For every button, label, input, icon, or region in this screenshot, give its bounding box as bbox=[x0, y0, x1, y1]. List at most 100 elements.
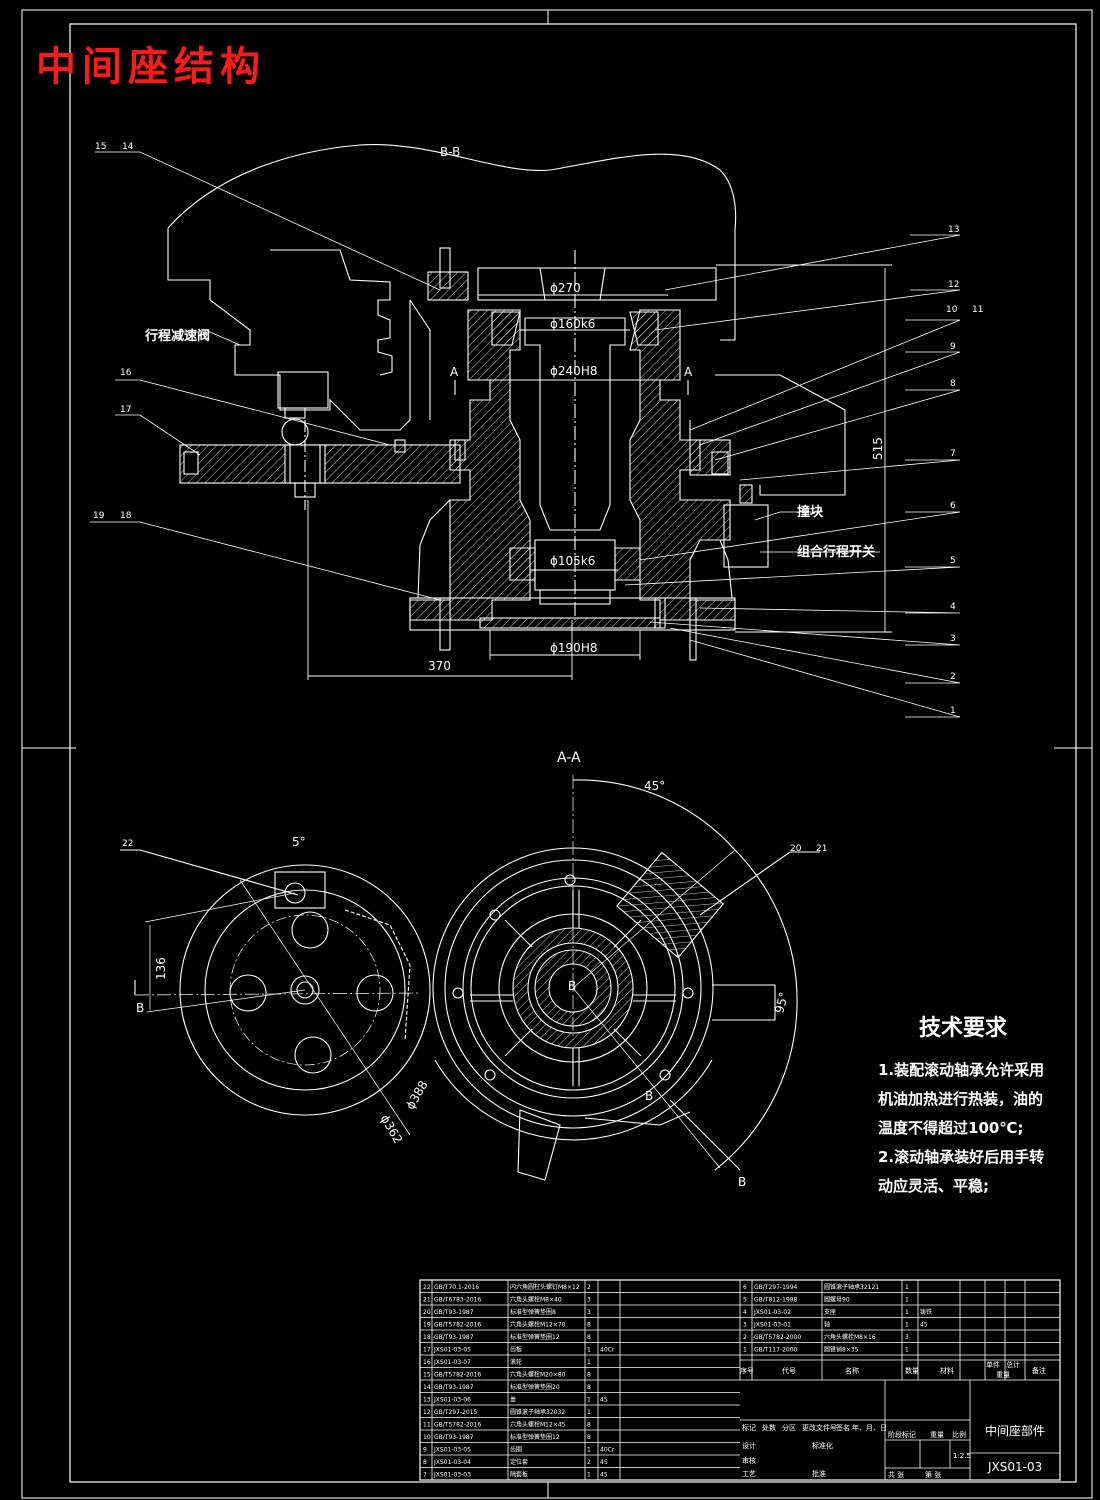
bom-code: GB/T5782-2016 bbox=[434, 1322, 481, 1329]
tech-requirements-title: 技术要求 bbox=[918, 1016, 1007, 1041]
bom-code: GB/T70.1-2016 bbox=[434, 1284, 479, 1291]
bom-no: 10 bbox=[423, 1434, 431, 1441]
bom-no: 15 bbox=[423, 1372, 431, 1379]
bom-code: JXS01-03-07 bbox=[433, 1359, 471, 1366]
dim-d190: ϕ190H8 bbox=[550, 641, 597, 655]
section-aa-view bbox=[120, 775, 820, 1181]
callout-12: 12 bbox=[948, 280, 959, 290]
callout-9: 9 bbox=[950, 342, 956, 352]
bom-qty: 2 bbox=[587, 1459, 591, 1466]
bom-no: 22 bbox=[423, 1284, 431, 1291]
label-b-center: B bbox=[568, 979, 576, 993]
tb-hdr-name: 名称 bbox=[845, 1366, 859, 1375]
leader-lines-top bbox=[90, 151, 961, 718]
bom-material: 45 bbox=[600, 1397, 608, 1404]
tb-hdr-code: 代号 bbox=[782, 1366, 796, 1375]
bom-code: JXS01-03-02 bbox=[753, 1309, 791, 1316]
bom-no: 1 bbox=[743, 1347, 747, 1354]
bom-name: 标准型弹簧垫圈20 bbox=[510, 1383, 560, 1391]
bom-qty: 1 bbox=[587, 1347, 591, 1354]
bom-qty: 3 bbox=[905, 1334, 909, 1341]
label-b-right1: B bbox=[645, 1089, 653, 1103]
callout-1: 1 bbox=[950, 706, 956, 716]
tb-scale: 1:2.5 bbox=[953, 1452, 971, 1460]
tb-hdr-note: 备注 bbox=[1032, 1366, 1046, 1375]
title-block bbox=[740, 1359, 1060, 1480]
bom-name: 盖 bbox=[510, 1396, 516, 1404]
label-valve: 行程减速阀 bbox=[144, 328, 210, 344]
dim-5deg: 5° bbox=[292, 835, 306, 849]
callout-14: 14 bbox=[122, 142, 134, 152]
bom-no: 16 bbox=[423, 1359, 431, 1366]
bom-name: 圆锥销8×35 bbox=[824, 1346, 859, 1354]
bom-no: 20 bbox=[423, 1309, 431, 1316]
bom-name: 六角头螺栓M12×45 bbox=[510, 1421, 566, 1429]
tb-check: 审核 bbox=[742, 1456, 756, 1465]
dim-45deg: 45° bbox=[644, 779, 665, 793]
bom-material: 40Cr bbox=[600, 1447, 615, 1454]
label-switch: 组合行程开关 bbox=[797, 544, 875, 560]
tech-requirement-1: 1.装配滚动轴承允许采用机油加热进行热装，油的温度不得超过100℃; bbox=[878, 1061, 1045, 1137]
section-bb-text: B-B ϕ270 ϕ160k6 ϕ240H8 ϕ105k6 ϕ190H8 370… bbox=[93, 142, 983, 716]
bom-code: JXS01-03-01 bbox=[753, 1322, 791, 1329]
tb-std: 标准化 bbox=[812, 1441, 833, 1450]
bom-name: 隔套板 bbox=[510, 1471, 528, 1479]
dim-370: 370 bbox=[428, 659, 451, 673]
callout-19: 19 bbox=[93, 511, 105, 521]
bom-code: GB/T5782-2016 bbox=[434, 1372, 481, 1379]
tb-sheet: 第 张 bbox=[925, 1470, 941, 1479]
tb-hdr-unit: 单件 bbox=[986, 1360, 1000, 1369]
callout-21: 21 bbox=[816, 844, 827, 854]
bom-qty: 8 bbox=[587, 1322, 591, 1329]
tb-stage: 阶段标记 bbox=[888, 1430, 916, 1439]
bom-qty: 3 bbox=[587, 1297, 591, 1304]
bom-material: 铸铁 bbox=[920, 1308, 932, 1316]
tb-name: 中间座部件 bbox=[985, 1423, 1045, 1438]
bom-code: GB/T812-1988 bbox=[754, 1297, 798, 1304]
bom-no: 21 bbox=[423, 1297, 431, 1304]
dim-136: 136 bbox=[154, 957, 168, 980]
bom-no: 14 bbox=[423, 1384, 431, 1391]
bom-name: 六角头螺栓M20×80 bbox=[510, 1371, 566, 1379]
label-b-left: B bbox=[136, 1001, 144, 1015]
tb-date: 年、月、日 bbox=[852, 1423, 887, 1432]
bom-code: GB/T93-1987 bbox=[434, 1309, 474, 1316]
section-aa-text: A-A 45° 5° 136 ϕ388 ϕ362 95° B B B B 22 … bbox=[122, 750, 827, 1189]
bom-no: 17 bbox=[423, 1347, 431, 1354]
bom-name: 六角头螺栓M8×16 bbox=[824, 1333, 876, 1341]
tb-count: 处数 bbox=[762, 1423, 776, 1432]
bom-name: 标准型弹簧垫圈8 bbox=[510, 1308, 556, 1316]
bom-no: 6 bbox=[743, 1284, 747, 1291]
bom-no: 3 bbox=[743, 1322, 747, 1329]
bom-qty: 8 bbox=[587, 1372, 591, 1379]
section-aa-label: A-A bbox=[557, 750, 581, 766]
bom-material: 45 bbox=[600, 1472, 608, 1479]
dim-d105: ϕ105k6 bbox=[550, 554, 595, 568]
dim-d240: ϕ240H8 bbox=[550, 364, 597, 378]
tb-zone: 分区 bbox=[782, 1423, 796, 1432]
tb-change: 更改文件号 bbox=[802, 1423, 837, 1432]
bom-code: JXS01-03-03 bbox=[433, 1472, 471, 1479]
callout-5: 5 bbox=[950, 556, 956, 566]
bom-code: JXS01-03-05 bbox=[433, 1347, 471, 1354]
bom-name: 齿板 bbox=[510, 1346, 522, 1354]
dim-d160: ϕ160k6 bbox=[550, 317, 595, 331]
title-block-text: 中间座部件 JXS01-03 1:2.5 序号 代号 名称 数量 材料 单件 总… bbox=[740, 1360, 1046, 1479]
bom-code: GB/T93-1987 bbox=[434, 1434, 474, 1441]
bom-code: GB/T6783-2016 bbox=[434, 1297, 481, 1304]
bom-name: 内六角圆柱头螺钉M8×12 bbox=[510, 1283, 580, 1291]
tb-hdr-mat: 材料 bbox=[940, 1366, 954, 1375]
dim-d270: ϕ270 bbox=[550, 281, 581, 295]
bom-material: 45 bbox=[920, 1322, 928, 1329]
bom-qty: 1 bbox=[587, 1359, 591, 1366]
tb-sheets: 共 张 bbox=[888, 1470, 904, 1479]
callout-15: 15 bbox=[95, 142, 106, 152]
bom-no: 8 bbox=[423, 1459, 427, 1466]
bom-no: 19 bbox=[423, 1322, 431, 1329]
bom-code: JXS01-03-04 bbox=[433, 1459, 471, 1466]
bom-qty: 1 bbox=[587, 1397, 591, 1404]
bom-name: 滚轮 bbox=[510, 1358, 522, 1366]
callout-16: 16 bbox=[120, 368, 132, 378]
bom-code: GB/T93-1987 bbox=[434, 1384, 474, 1391]
